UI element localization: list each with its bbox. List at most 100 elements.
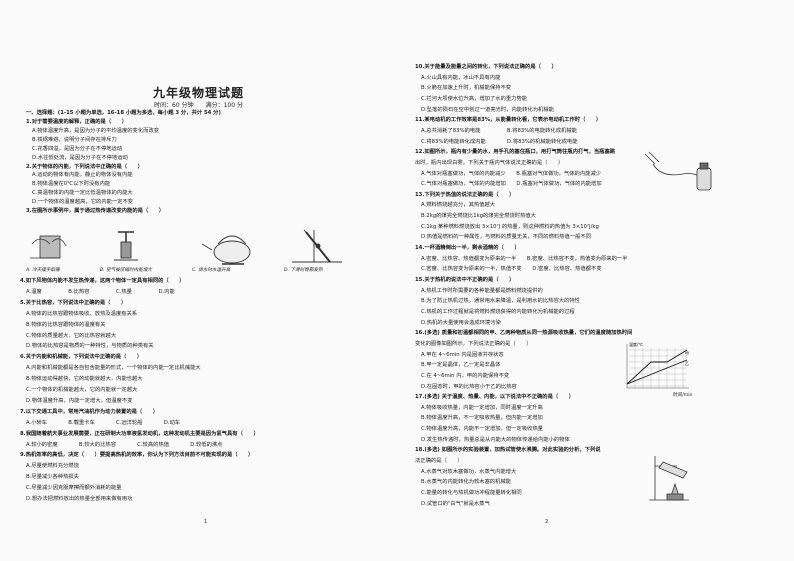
answer-option: B.2kg的煤完全燃烧比1kg的煤完全燃烧时热值大	[421, 213, 536, 220]
q3-caption-a: A. 冷天搓手取暖	[26, 268, 60, 273]
series-label-jia: 甲	[685, 351, 689, 356]
hands-rubbing-figure	[30, 235, 67, 259]
question-stem: 9.热机效率的高低，决定（ ）要提高热机的效率，你认为下列方法目前不可能实现的是…	[20, 452, 254, 459]
temperature-time-graph: 温度/℃ 甲 乙	[626, 341, 689, 389]
answer-option: D.在固态时，甲的比热容小于乙的比热容	[421, 383, 517, 390]
answer-option: B.物体的比热容跟物体的温度有关	[26, 321, 106, 328]
answer-option: B.尽量减少各种热损失	[26, 474, 79, 481]
answer-option: D.物体温度升高，内能一定增大，但温度不变	[26, 397, 133, 404]
question-stem: 14.一杯酒精倒出一半，剩余酒精的（ ）	[415, 245, 520, 252]
question-stem: 17.(多选) 关于温度、热量、内能，以下说法中不正确的是（ ）	[415, 394, 575, 401]
answer-option: A.物体温度升高，是因为分子的平均温度的变化而改变	[32, 127, 160, 134]
section-heading: 一、选择题：(1-15 小题为单选，16-18 小题为多选，每小题 3 分，共计…	[26, 110, 221, 116]
answer-option: A.小轿车 B.载重卡车 C.远洋轮船 D.动车	[26, 419, 181, 426]
question-stem: 7.以下交通工具中，常用汽油机作为动力装置的是（ ）	[20, 408, 159, 415]
answer-option: 出时，瓶内出现白雾。下列关于瓶内气体说法正确的是（ ）	[415, 159, 564, 166]
answer-option: A.甲在 4~6min 内是固液共存状态	[421, 351, 504, 358]
question-stem: 8.我国随着航天事业发展需要，正在研制大功率液氢发动机，这种发动机主要是因为氢气…	[20, 430, 259, 437]
answer-option: C.在 4~6min 内，甲的内能保持不变	[421, 372, 510, 379]
answer-option: B.物体运动得越快，它的动能就越大，内能也越大	[26, 376, 143, 383]
answer-option: B.物体温度在0℃以下时没有内能	[32, 181, 111, 188]
answer-option: D.想办法把燃料放出的热量全部用来做有用功	[26, 496, 133, 502]
answer-option: C.密度、比热容变为原来的一半，热值不变 D.密度、比热容、热值都不变	[421, 266, 602, 273]
answer-option: D.水往低处流，是因为分子在不停地运动	[32, 154, 128, 161]
answer-option: C.物体温度升高，内能不一定增加，但一定吸收热量	[421, 426, 543, 433]
answer-option: D.热值是燃料的一种属性，与燃料的质量无关，不同的燃料热值一般不同	[421, 234, 591, 241]
answer-option: C.能量的转化与热机做功冲程能量转化相同	[421, 490, 522, 496]
series-label-yi: 乙	[685, 360, 689, 366]
slide-figure	[292, 229, 342, 263]
answer-option: D.一个物体的温度越高，它的内能一定不变	[32, 199, 134, 206]
question-stem: 4.如下风物体内能不发生热传递，这两个物体一定具有相同的（ ）	[20, 278, 185, 284]
question-stem: 18.(多选) 如图所示的实验装置，加热试管使水沸腾。对此实验的分析，下列说	[415, 447, 601, 454]
answer-option: A.气体对瓶塞做功，气体的内能减少 B.瓶塞对气体做功，气体的内能减少	[421, 170, 602, 177]
question-stem: 10.关于能量及能量之间的转化，下列说法正确的是（ ）	[415, 64, 557, 70]
page-2: 10.关于能量及能量之间的转化，下列说法正确的是（ ） A.火山具有内能，冰山不具…	[397, 0, 794, 561]
answer-option: B.物体温度升高，不一定吸收热量，但内能一定增加	[421, 415, 543, 422]
answer-option: A.内能和机械能都是各自包含能量的形式，一个物体的内能一定比机械能大	[26, 365, 201, 372]
page-number-2: 2	[545, 519, 549, 525]
question-stem: 6.关于内能和机械能，下列说法中正确的是（ ）	[20, 354, 143, 361]
answer-option: B.甲一定是晶体，乙一定是非晶体	[421, 362, 501, 369]
question-stem: 5.关于比热容，下列说法中正确的是（ ）	[20, 299, 127, 306]
answer-option: D.物体的比热容是物质的一种特性，与物质的种类有关	[26, 343, 154, 350]
answer-option: A.物体吸收热量，内能一定增加，同时温度一定升高	[421, 404, 543, 411]
question-stem: 1.对于需要温度的解释，正确的是（ ）	[26, 119, 128, 125]
answer-option: D.发生热传递时，热量总是从内能大的物体传递给内能小的物体	[421, 436, 570, 443]
test-tube-apparatus	[649, 456, 689, 501]
bottle-pump-figure	[644, 151, 712, 191]
answer-option: C.1kg 某种燃料燃烧放出 3×10⁷J 的热量，则这种燃料的热值为 3×10…	[421, 223, 599, 230]
q3-illustration	[30, 229, 342, 265]
answer-option: D.坠落的陨石在空中划过一道亮光时，内能转化为机械能	[421, 106, 554, 113]
answer-option: B.火箭在加速上升时，机械能保持不变	[421, 85, 512, 92]
answer-option: C.气体对瓶塞做功，气体的内能增加 D.瓶塞对气体做功，气体的内能增加	[421, 181, 602, 188]
page-1: 九年级物理试题 时间：60 分钟 满分：100 分 一、选择题：(1-15 小题…	[20, 86, 352, 525]
answer-option: A.物体的比热容跟物体吸收、放热及温度有关系	[26, 310, 138, 317]
q3-caption-c: C. 烧水时水温升高	[192, 268, 231, 273]
answer-option: A.尽量使燃料充分燃烧	[26, 463, 79, 470]
answer-option: A.运动的物体有内能，静止的物体没有内能	[32, 172, 133, 179]
air-pump-figure	[114, 231, 138, 261]
series-yi	[626, 359, 688, 385]
answer-option: D.试管口的"白气"就是水蒸气	[421, 500, 490, 507]
question-stem: 15.关于热机的说法中不正确的是（ ）	[415, 277, 515, 283]
answer-option: B.水蒸气的内能转化为软木塞的机械能	[421, 479, 512, 486]
answer-option: A.温度 B.比热容 C.热量 D.内能	[26, 288, 175, 295]
question-stem: 2.关于物体的内能，下列说法中正确的是（ ）	[26, 163, 143, 170]
answer-option: C.物体的质量越大，它的比热容就越大	[26, 332, 117, 339]
answer-option: A.火山具有内能，冰山不具有内能	[421, 74, 501, 81]
page-number: 1	[204, 519, 208, 525]
answer-option: B.为了防止热机过热，通常用水来降温，是利用水的比热容大的特性	[421, 298, 580, 305]
answer-option: B.铁锅难熔，说明分子间存在排斥力	[32, 136, 117, 143]
question-stem: 3.在图所示事例中，属于通过热传递改变内能的是（ ）	[26, 208, 165, 214]
answer-option: 变化的图像如图所示，下列说法正确的是（ ）	[415, 340, 532, 347]
answer-option: D.热机的大量使用会造成环境污染	[421, 319, 501, 326]
question-stem: 16.(多选) 质量和初温都相同的甲、乙两种物质从同一热源吸收热量，它们的温度随…	[415, 330, 633, 337]
answer-option: A.较小的密度 B.较大的比热容 C.较高的热值 D.较低的沸点	[26, 441, 223, 448]
answer-option: C.尽量减少因克服摩擦而额外消耗的能量	[26, 485, 122, 492]
answer-option: A.总共消耗了83%的电能 B.将83%的电能转化成机械能	[421, 127, 577, 134]
answer-option: C.花香四溢，是因为分子在不停地运动	[32, 145, 123, 152]
answer-option: A.热机工作时所需要的各种能量都是燃料燃烧提供的	[421, 287, 543, 294]
answer-option: C.热机的工作过程就是将燃料燃烧获得的内能转化为机械能的过程	[421, 308, 575, 315]
answer-option: A.水蒸气对软木塞做功，水蒸气内能增大	[421, 468, 517, 475]
question-stem: 12.如图所示，瓶内有少量的水，用手孔的塞住瓶口，用打气筒往瓶内打气，当瓶塞跳	[415, 149, 616, 156]
q3-figures: A. 冷天搓手取暖 B. 空气被压缩时内能增大 C. 烧水时水温升高 D. 下滑…	[22, 224, 352, 273]
graph-xlabel: 时间/min	[673, 393, 693, 398]
answer-option: C.拦河大坝使水位升高，增加了水的重力势能	[421, 95, 528, 102]
exam-meta: 时间：60 分钟 满分：100 分	[154, 102, 243, 109]
graph-ylabel: 温度/℃	[629, 341, 643, 347]
question-stem: 11.某电动机的工作效率是83%，从能量转化看，它表示电动机工作时（ ）	[415, 117, 602, 124]
exam-title: 九年级物理试题	[152, 86, 244, 100]
q3-caption-b: B. 空气被压缩时内能增大	[100, 268, 153, 273]
answer-option: C.将83%的电能转化成内能 D.将83%的机械能转化成电能	[421, 138, 578, 145]
q3-caption-d: D. 下滑时臀部发热	[284, 268, 323, 273]
answer-option: C.高温物体的内能一定比低温物体的内能大	[32, 190, 133, 197]
question-stem: 13.下列关于热值的说法正确的是（ ）	[415, 191, 515, 198]
answer-option: C.一个物体的机械能越大，它的内能就一定越大	[26, 387, 138, 393]
answer-option: A.燃料燃烧越充分，其热值越大	[421, 202, 496, 209]
series-jia	[626, 349, 688, 385]
answer-option: 法正确的是（ ）	[415, 458, 463, 465]
answer-option: A.密度、比热容、热值都变为原来的一半 B.密度、比热容不变，热值变为原来的一半	[421, 255, 628, 262]
